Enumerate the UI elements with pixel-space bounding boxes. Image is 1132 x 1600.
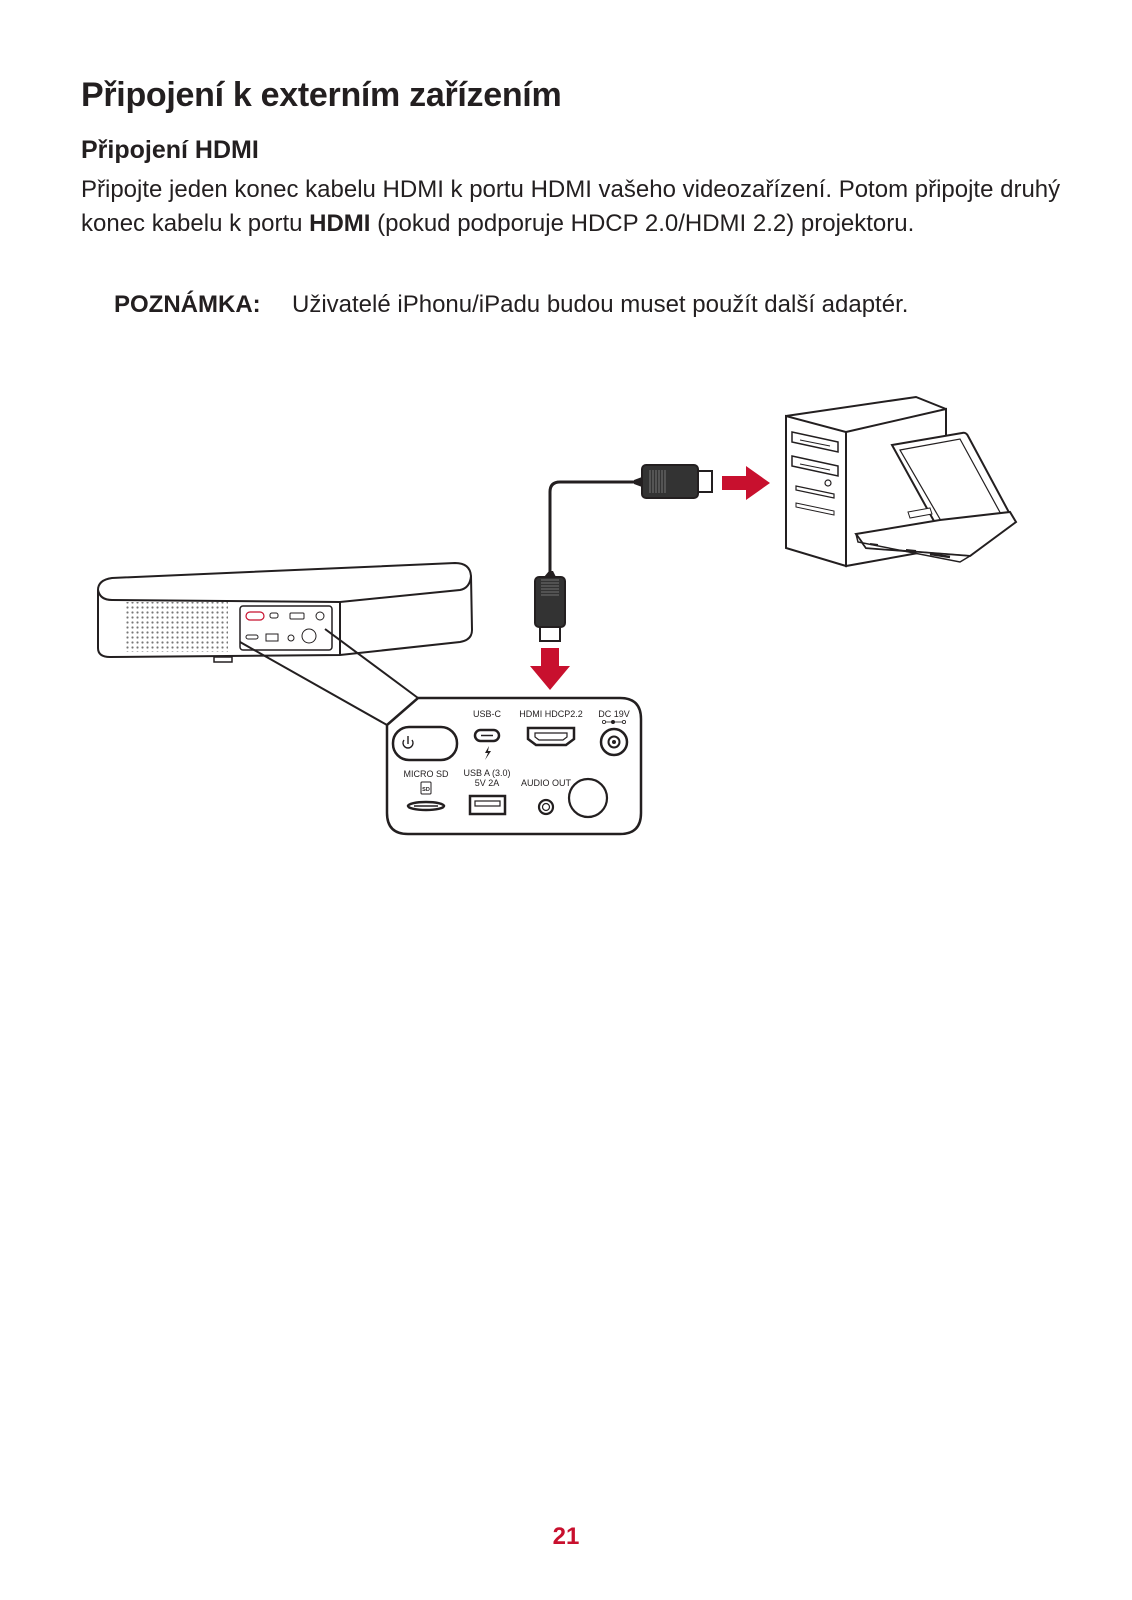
hdmi-port xyxy=(526,726,576,747)
paragraph-text-after: (pokud podporuje HDCP 2.0/HDMI 2.2) proj… xyxy=(370,210,915,237)
page-title: Připojení k externím zařízením xyxy=(81,76,562,114)
sd-icon-label: SD xyxy=(422,787,430,793)
lightning-icon xyxy=(485,746,491,760)
hdmi-cable xyxy=(534,464,713,642)
zoom-lines xyxy=(239,628,419,726)
power-button xyxy=(391,725,459,762)
sd-card-icon xyxy=(420,781,432,795)
note: POZNÁMKA: Uživatelé iPhonu/iPadu budou mu… xyxy=(114,291,908,319)
note-label: POZNÁMKA: xyxy=(114,291,261,318)
note-text: Uživatelé iPhonu/iPadu budou muset použí… xyxy=(292,291,909,318)
page-number: 21 xyxy=(552,1523,580,1550)
usb-a-label: USB A (3.0) xyxy=(463,768,510,778)
usb-a-power-label: 5V 2A xyxy=(475,778,500,788)
usb-a-port xyxy=(468,794,507,816)
dc-port xyxy=(599,727,629,757)
audio-out-port xyxy=(537,798,555,816)
projector-illustration xyxy=(97,561,474,663)
dc-polarity-icon xyxy=(602,719,627,724)
micro-sd-slot xyxy=(406,800,446,812)
hdmi-plug-horizontal xyxy=(641,464,699,499)
hdmi-plug-vertical xyxy=(534,576,566,628)
diagram-svg: USB-C HDMI HDCP2.2 DC 19V MICRO SD SD US… xyxy=(97,395,1018,836)
port-panel: USB-C HDMI HDCP2.2 DC 19V MICRO SD SD US… xyxy=(385,696,643,836)
instruction-paragraph: Připojte jeden konec kabelu HDMI k portu… xyxy=(81,173,1071,241)
usb-c-label: USB-C xyxy=(473,709,502,719)
paragraph-bold-hdmi: HDMI xyxy=(309,210,371,237)
hdmi-connection-diagram: USB-C HDMI HDCP2.2 DC 19V MICRO SD SD US… xyxy=(0,380,1132,865)
arrow-down-icon xyxy=(530,648,570,690)
section-title: Připojení HDMI xyxy=(81,136,259,164)
paragraph-text-before: Připojte jeden konec kabelu HDMI k portu… xyxy=(81,176,1061,237)
micro-sd-label: MICRO SD xyxy=(404,769,450,779)
ir-sensor-circle xyxy=(567,777,609,819)
power-icon xyxy=(402,736,414,749)
arrow-right-icon xyxy=(722,466,770,500)
dc-label: DC 19V xyxy=(598,709,630,719)
audio-out-label: AUDIO OUT xyxy=(521,778,572,788)
hdmi-port-label: HDMI HDCP2.2 xyxy=(519,709,583,719)
computer-laptop-illustration xyxy=(785,395,1018,568)
